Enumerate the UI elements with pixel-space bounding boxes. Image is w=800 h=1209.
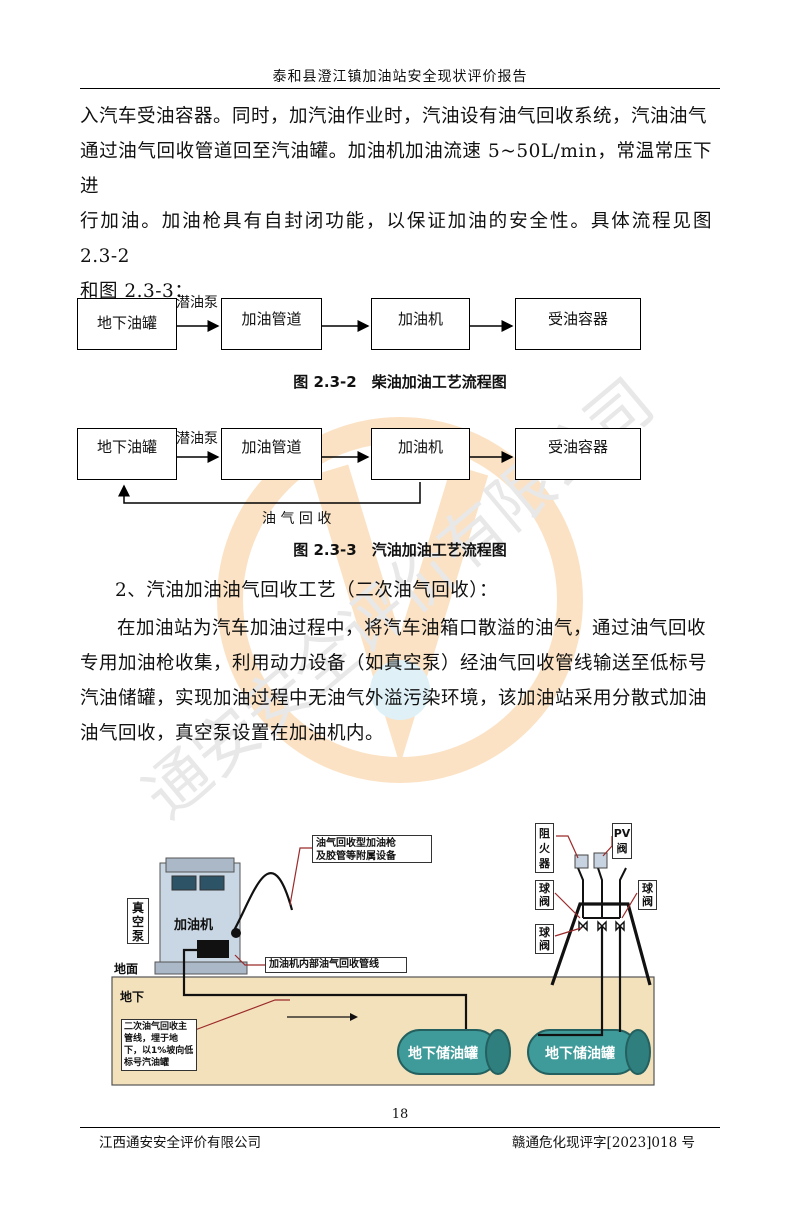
main-pipe-callout: 二次油气回收主管线，埋于地下，以1%坡向低标号汽油罐	[121, 1019, 197, 1071]
gasoline-node-receiver: 受油容器	[515, 428, 641, 480]
footer-company: 江西通安安全评价有限公司	[99, 1135, 261, 1151]
intro-line: 通过油气回收管道回至汽油罐。加油机加油流速 5~50L/min，常温常压下进	[80, 141, 712, 197]
diesel-node-tank: 地下油罐	[77, 298, 177, 350]
page-number: 18	[391, 1107, 409, 1122]
nozzle-callout-line1: 油气回收型加油枪	[316, 838, 396, 849]
internal-pipe-callout: 加油机内部油气回收管线	[265, 957, 407, 973]
gasoline-flow-caption: 图 2.3-3 汽油加油工艺流程图	[293, 541, 507, 559]
intro-line: 和图 2.3-3：	[80, 281, 194, 302]
nozzle-callout-line2: 及胶管等附属设备	[316, 851, 396, 862]
diesel-node-receiver: 受油容器	[515, 298, 641, 350]
section-line: 汽油储罐，实现加油过程中无油气外溢污染环境，该加油站采用分散式加油	[80, 688, 708, 709]
section-line: 在加油站为汽车加油过程中，将汽车油箱口散溢的油气，通过油气回收	[117, 618, 707, 639]
vapor-recovery-label: 油 气 回 收	[262, 511, 332, 527]
ball-valve-3-label: 球阀	[638, 880, 657, 910]
flame-arrester-label: 阻火器	[535, 823, 554, 873]
diesel-flow-arrows	[177, 320, 514, 332]
diesel-node-dispenser: 加油机	[371, 298, 470, 350]
ball-valve-1-label: 球阀	[535, 880, 554, 910]
header-rule	[80, 88, 720, 89]
diesel-pump-label: 潜油泵	[176, 295, 218, 311]
ball-valve-2-label: 球阀	[535, 924, 554, 954]
nozzle-callout: 油气回收型加油枪 及胶管等附属设备	[312, 835, 432, 863]
intro-line: 行加油。加油枪具有自封闭功能，以保证加油的安全性。具体流程见图 2.3-2	[80, 211, 712, 267]
footer-doc-number: 赣通危化现评字[2023]018 号	[512, 1135, 695, 1151]
section-line: 油气回收，真空泵设置在加油机内。	[80, 723, 385, 744]
diesel-node-pipe: 加油管道	[221, 298, 322, 350]
gasoline-node-tank: 地下油罐	[77, 428, 177, 480]
section-heading: 2、汽油加油油气回收工艺（二次油气回收）：	[115, 580, 499, 601]
pv-valve-label: PV阀	[612, 823, 632, 859]
ground-label: 地面	[114, 962, 139, 976]
intro-paragraph: 入汽车受油容器。同时，加汽油作业时，汽油设有油气回收系统，汽油油气 通过油气回收…	[80, 99, 712, 309]
gasoline-flow-arrows	[118, 451, 514, 504]
vacuum-pump-label: 真空泵	[127, 898, 149, 944]
section-line: 专用加油枪收集，利用动力设备（如真空泵）经油气回收管线输送至低标号	[80, 653, 708, 674]
gasoline-node-pipe: 加油管道	[221, 428, 322, 480]
section-paragraph-cont: 专用加油枪收集，利用动力设备（如真空泵）经油气回收管线输送至低标号 汽油储罐，实…	[80, 646, 712, 751]
section-paragraph: 在加油站为汽车加油过程中，将汽车油箱口散溢的油气，通过油气回收	[80, 611, 712, 646]
page-header-title: 泰和县澄江镇加油站安全现状评价报告	[272, 69, 528, 85]
intro-line: 入汽车受油容器。同时，加汽油作业时，汽油设有油气回收系统，汽油油气	[80, 106, 708, 127]
gasoline-pump-label: 潜油泵	[176, 431, 218, 447]
dispenser-label: 加油机	[174, 918, 214, 933]
diesel-flow-caption: 图 2.3-2 柴油加油工艺流程图	[293, 373, 507, 391]
underground-label: 地下	[120, 990, 145, 1004]
tank-2-label: 地下储油罐	[545, 1046, 615, 1062]
tank-1-label: 地下储油罐	[408, 1046, 478, 1062]
gasoline-node-dispenser: 加油机	[371, 428, 470, 480]
footer-rule	[80, 1127, 720, 1128]
